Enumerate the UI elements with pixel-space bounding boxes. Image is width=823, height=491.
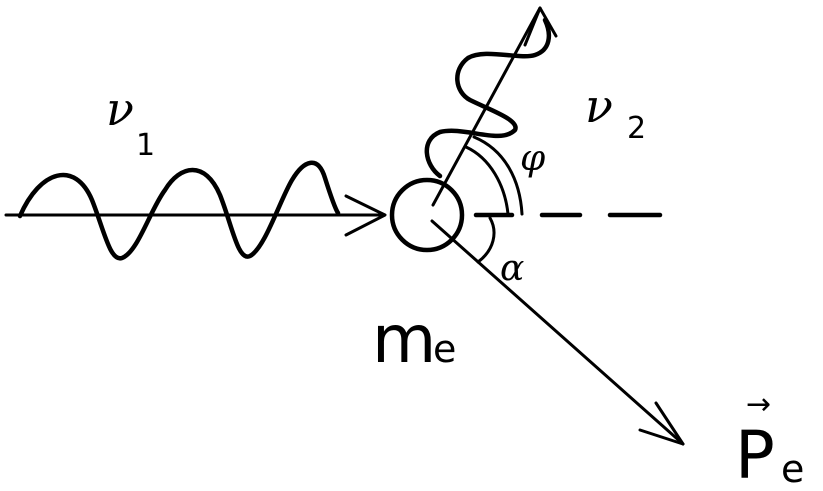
recoil-angle-label: α [500,248,524,289]
scattering-angle-label: φ [520,138,546,179]
scattered-photon-label: ν [585,79,613,133]
electron-momentum-arrow [430,219,685,446]
electron-momentum-subscript: e [781,447,804,491]
electron-momentum-label: P [735,417,775,491]
scattering-angle-arc [464,135,524,216]
incident-photon-arrow [4,194,387,237]
incident-photon-label: ν [106,82,134,136]
electron-mass-subscript: e [433,327,456,371]
electron-mass-label: m [372,301,436,378]
recoil-angle-arc [476,216,496,264]
scattered-photon-index: 2 [627,111,646,146]
electron-momentum-vector-marker: → [746,387,771,422]
incident-photon-wave [17,160,341,261]
scattered-photon-wave [424,17,552,179]
incident-photon-index: 1 [136,128,155,163]
electron-circle [389,177,465,253]
